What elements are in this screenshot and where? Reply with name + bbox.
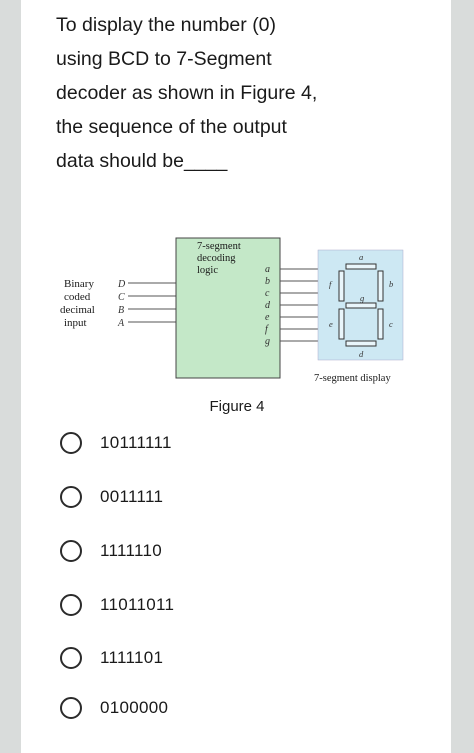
segment-d	[345, 340, 377, 347]
display-label: 7-segment display	[314, 373, 391, 384]
radio-icon[interactable]	[60, 594, 82, 616]
figure-caption: Figure 4	[209, 398, 265, 415]
radio-icon[interactable]	[60, 697, 82, 719]
output-pin-d: d	[265, 300, 271, 311]
input-pin-a: A	[117, 318, 125, 329]
bcd-decoder-diagram: Binary coded decimal input D C B A 7-seg…	[60, 237, 404, 384]
output-pin-b: b	[265, 276, 270, 287]
figure-4-diagram: Binary coded decimal input D C B A 7-seg…	[56, 230, 426, 400]
input-pin-c: C	[118, 292, 125, 303]
option-label: 11011011	[100, 595, 175, 614]
question-text: To display the number (0) using BCD to 7…	[56, 14, 318, 172]
segment-g	[345, 302, 377, 309]
radio-icon[interactable]	[60, 647, 82, 669]
segment-label-c: c	[389, 319, 393, 329]
option-label: 1111101	[100, 648, 164, 667]
radio-icon[interactable]	[60, 432, 82, 454]
output-pin-e: e	[265, 312, 270, 323]
option-label: 0100000	[100, 698, 169, 717]
radio-icon[interactable]	[60, 540, 82, 562]
input-label-line-3: decimal	[60, 304, 95, 316]
decoder-label-line-1: 7-segment	[197, 241, 241, 252]
input-label-line-1: Binary	[64, 278, 94, 290]
segment-label-e: e	[329, 319, 333, 329]
segment-label-d: d	[359, 349, 364, 359]
segment-label-g: g	[360, 293, 364, 303]
segment-label-b: b	[389, 279, 393, 289]
option-label: 1111110	[100, 541, 162, 560]
output-pin-a: a	[265, 264, 270, 275]
decoder-label-line-3: logic	[197, 265, 218, 276]
segment-label-a: a	[359, 252, 363, 262]
decoder-box	[175, 237, 281, 379]
output-pin-c: c	[265, 288, 270, 299]
radio-icon[interactable]	[60, 486, 82, 508]
output-pin-f: f	[265, 324, 269, 335]
segment-f	[338, 270, 345, 302]
decoder-label-line-2: decoding	[197, 253, 236, 264]
option-label: 0011111	[100, 487, 164, 506]
input-label-line-2: coded	[64, 291, 91, 303]
segment-a	[345, 263, 377, 270]
segment-b	[377, 270, 384, 302]
segment-label-f: f	[329, 279, 333, 289]
output-pin-g: g	[265, 336, 270, 347]
segment-c	[377, 308, 384, 340]
option-label: 10111111	[100, 433, 172, 452]
input-pin-b: B	[118, 305, 124, 316]
segment-e	[338, 308, 345, 340]
input-pin-d: D	[117, 279, 126, 290]
input-label-line-4: input	[64, 317, 87, 329]
